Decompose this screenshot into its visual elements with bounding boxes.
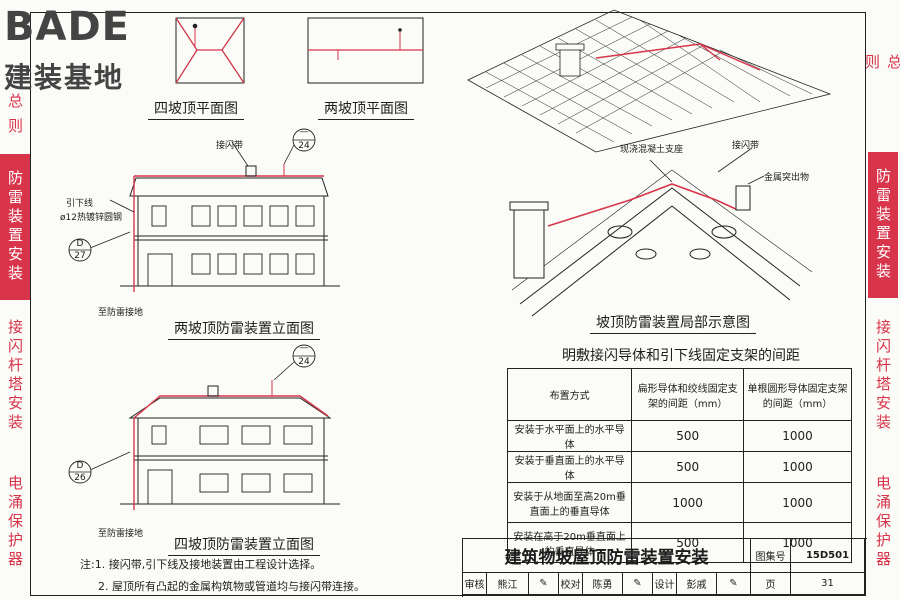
left-tab-lightning-device[interactable]: 防雷装置安装 — [0, 154, 30, 300]
label-steel-spec: ø12热镀锌圆钢 — [60, 213, 122, 223]
left-tab-air-terminal-tower[interactable]: 接闪杆塔安装 — [0, 306, 30, 446]
table-cell: 1000 — [743, 522, 852, 563]
table-row: 安装于垂直面上的水平导体 500 1000 — [506, 451, 852, 483]
caption-two-slope-elevation: 两坡顶防雷装置立面图 — [168, 318, 320, 340]
isometric-roof — [467, 9, 832, 153]
label-to-ground-2: 至防雷接地 — [98, 529, 144, 539]
page-number: 31 — [791, 573, 865, 595]
label-down-conductor: 引下线 — [66, 199, 94, 209]
table-title: 明敷接闪导体和引下线固定支架的间距 — [562, 348, 800, 364]
leader-lines — [89, 141, 765, 471]
left-tab-label: 防雷装置安装 — [6, 170, 24, 284]
brand-logo-subtitle: 建装基地 — [4, 61, 125, 94]
right-tab-surge-protector[interactable]: 电涌保护器 — [868, 452, 898, 592]
right-tab-label: 防雷装置安装 — [874, 168, 892, 282]
ref-d-b: D — [76, 461, 84, 471]
four-slope-plan — [175, 17, 245, 84]
table-header: 扁形导体和绞线固定支架的间距（mm） — [631, 368, 745, 421]
brand-logo: BADE — [4, 4, 130, 50]
right-tab-lightning-device[interactable]: 防雷装置安装 — [868, 152, 898, 298]
table-header: 单根圆形导体固定支架的间距（mm） — [743, 368, 852, 421]
design-label: 设计 — [653, 573, 677, 595]
checker-name: 陈勇 — [583, 573, 623, 595]
table-header: 布置方式 — [506, 368, 633, 421]
title-block: 建筑物坡屋顶防雷装置安装 图集号 15D501 审核 熊江 ✎ 校对 陈勇 ✎ … — [462, 538, 867, 597]
ref-d-a: D — [76, 239, 84, 249]
atlas-label: 图集号 — [751, 539, 791, 573]
left-tab-label: 接闪杆塔安装 — [6, 319, 24, 433]
ref-dash-b: — — [299, 343, 309, 353]
table-cell: 1000 — [743, 451, 852, 483]
table-cell: 安装在高于20m垂直面上的垂直导体 — [506, 522, 633, 563]
left-tab-label: 总则 — [6, 93, 24, 143]
caption-four-slope-elevation: 四坡顶防雷装置立面图 — [168, 534, 320, 556]
left-tab-general[interactable]: 总则 — [0, 88, 30, 148]
label-concrete-support: 现浇混凝土支座 — [620, 145, 684, 155]
right-tab-air-terminal-tower[interactable]: 接闪杆塔安装 — [868, 306, 898, 446]
reviewer-name: 熊江 — [487, 573, 529, 595]
right-tab-label: 总则 — [863, 53, 900, 95]
checker-signature: ✎ — [623, 573, 653, 595]
right-tab-label: 接闪杆塔安装 — [874, 319, 892, 433]
label-to-ground: 至防雷接地 — [98, 308, 144, 318]
table-header-row: 布置方式 扁形导体和绞线固定支架的间距（mm） 单根圆形导体固定支架的间距（mm… — [506, 368, 852, 421]
caption-two-slope-plan: 两坡顶平面图 — [318, 98, 414, 120]
ref-26: 26 — [74, 473, 86, 483]
two-slope-plan — [307, 17, 424, 84]
caption-detail: 坡顶防雷装置局部示意图 — [590, 312, 756, 334]
label-air-terminal-2: 接闪带 — [732, 141, 760, 151]
table-row: 安装在高于20m垂直面上的垂直导体 500 1000 — [506, 522, 852, 563]
table-cell: 1000 — [743, 482, 852, 523]
designer-name: 彭戚 — [677, 573, 717, 595]
caption-four-slope-plan: 四坡顶平面图 — [148, 98, 244, 120]
designer-signature: ✎ — [717, 573, 751, 595]
check-label: 校对 — [559, 573, 583, 595]
note-2: 2. 屋顶所有凸起的金属构筑物或管道均与接闪带连接。 — [98, 580, 365, 593]
table-cell: 500 — [631, 451, 745, 483]
table-row: 安装于水平面上的水平导体 500 1000 — [506, 420, 852, 452]
label-air-terminal: 接闪带 — [216, 141, 244, 151]
left-tab-surge-protector[interactable]: 电涌保护器 — [0, 452, 30, 592]
table-cell: 1000 — [743, 420, 852, 452]
review-label: 审核 — [463, 573, 487, 595]
ref-dash-a: — — [299, 127, 309, 137]
label-metal-protrusion: 金属突出物 — [764, 173, 810, 183]
table-cell: 安装于垂直面上的水平导体 — [506, 451, 633, 483]
table-row: 安装于从地面至高20m垂直面上的垂直导体 1000 1000 — [506, 482, 852, 523]
roof-detail — [509, 169, 813, 317]
table-cell: 安装于从地面至高20m垂直面上的垂直导体 — [506, 482, 633, 523]
page-label: 页 — [751, 573, 791, 595]
table-cell: 安装于水平面上的水平导体 — [506, 420, 633, 452]
table-cell: 500 — [631, 420, 745, 452]
right-tab-label: 电涌保护器 — [874, 474, 892, 570]
drawing-frame — [30, 12, 866, 596]
four-slope-elevation — [120, 380, 340, 510]
ref-27: 27 — [74, 251, 86, 261]
right-tab-general[interactable]: 总则 — [863, 34, 900, 114]
ref-24-a: 24 — [298, 141, 310, 151]
table-cell: 1000 — [631, 482, 745, 523]
drawing-title: 建筑物坡屋顶防雷装置安装 — [463, 539, 751, 573]
spacing-table: 布置方式 扁形导体和绞线固定支架的间距（mm） 单根圆形导体固定支架的间距（mm… — [506, 368, 852, 563]
note-1: 注:1. 接闪带,引下线及接地装置由工程设计选择。 — [80, 558, 322, 571]
two-slope-elevation — [120, 164, 340, 292]
table-cell: 500 — [631, 522, 745, 563]
atlas-number: 15D501 — [791, 539, 865, 573]
reviewer-signature: ✎ — [529, 573, 559, 595]
ref-24-b: 24 — [298, 357, 310, 367]
left-tab-label: 电涌保护器 — [6, 474, 24, 570]
